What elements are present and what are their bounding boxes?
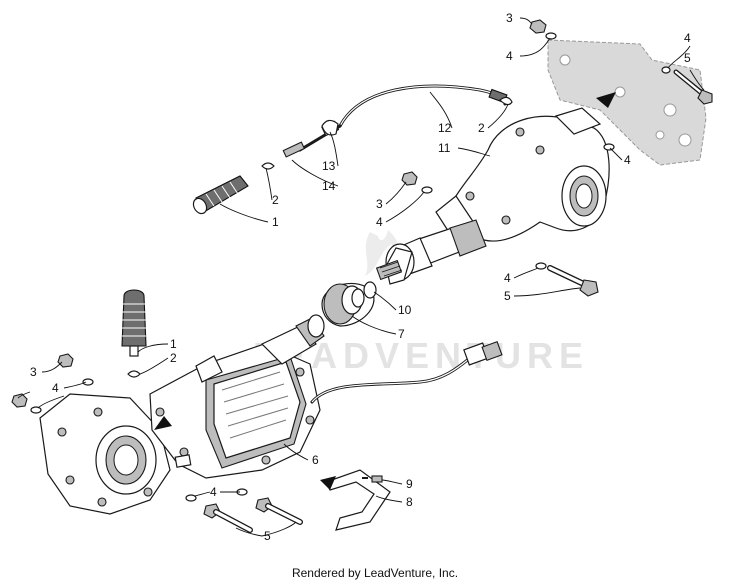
callout-2-boot: 2 [272, 193, 279, 207]
callout-5-rear-bolt: 5 [684, 51, 691, 65]
shift-cable [282, 84, 508, 158]
rear-top-nut [529, 19, 557, 40]
callout-4-front: 4 [52, 381, 59, 395]
shifter-clip [127, 370, 141, 378]
callout-10: 10 [398, 303, 412, 317]
drive-shaft-assembly [375, 219, 487, 285]
differential-housing [149, 343, 321, 479]
housing-nut [401, 171, 433, 194]
callout-labels: 3 4 4 5 12 2 11 4 2 1 13 14 3 4 4 5 10 7… [30, 11, 691, 543]
front-gear-case [39, 393, 171, 515]
leader-lines [17, 17, 705, 537]
front-yoke [260, 314, 325, 365]
watermark-logo-icon [365, 230, 402, 276]
callout-4-mid: 4 [376, 215, 383, 229]
callout-7: 7 [398, 327, 405, 341]
render-credit: Rendered by LeadVenture, Inc. [291, 566, 459, 580]
callout-14: 14 [322, 179, 336, 193]
housing-washer [603, 143, 615, 151]
callout-5-bolt: 5 [504, 289, 511, 303]
bracket-arrow-icon [320, 476, 336, 490]
front-nut-lower [11, 393, 42, 414]
housing-bolt [535, 262, 599, 297]
bracket-screw [362, 475, 383, 483]
callout-4-rear-bolt: 4 [684, 31, 691, 45]
case-rib-detail [221, 371, 289, 439]
callout-11: 11 [438, 141, 451, 155]
callout-13: 13 [322, 159, 336, 173]
callout-8: 8 [406, 495, 413, 509]
lower-bolt-right [236, 488, 303, 525]
callout-1-front: 1 [170, 337, 177, 351]
callout-12: 12 [438, 121, 452, 135]
rear-gear-housing [435, 107, 610, 242]
rear-arrow-icon [596, 92, 616, 108]
callout-2-front: 2 [170, 351, 177, 365]
callout-4-housing: 4 [624, 153, 631, 167]
cable-clamp [321, 119, 339, 136]
callout-1-boot: 1 [272, 215, 279, 229]
callout-5-lower: 5 [264, 529, 271, 543]
callout-6: 6 [312, 453, 319, 467]
front-arrow-icon [154, 416, 172, 430]
cable-end-clip [261, 162, 275, 170]
lower-bolt-left [185, 494, 253, 533]
cable-clip-top [499, 96, 513, 106]
callout-3-front: 3 [30, 365, 37, 379]
shifter-boot [121, 289, 147, 357]
callout-2-cable: 2 [478, 121, 485, 135]
rear-bracket-bolt [661, 66, 713, 105]
callout-4-lower: 4 [210, 485, 217, 499]
front-nut-upper [57, 353, 94, 386]
callout-4-rear: 4 [506, 49, 513, 63]
sensor-bracket [325, 469, 391, 531]
callout-9: 9 [406, 477, 413, 491]
cable-boot [192, 175, 249, 215]
boot-seal-ring [363, 281, 377, 299]
cv-boot [321, 282, 375, 327]
callout-3-mid: 3 [376, 197, 383, 211]
callout-3-rear: 3 [506, 11, 513, 25]
callout-4-bolt: 4 [504, 271, 511, 285]
speed-sensor-harness [310, 340, 503, 404]
